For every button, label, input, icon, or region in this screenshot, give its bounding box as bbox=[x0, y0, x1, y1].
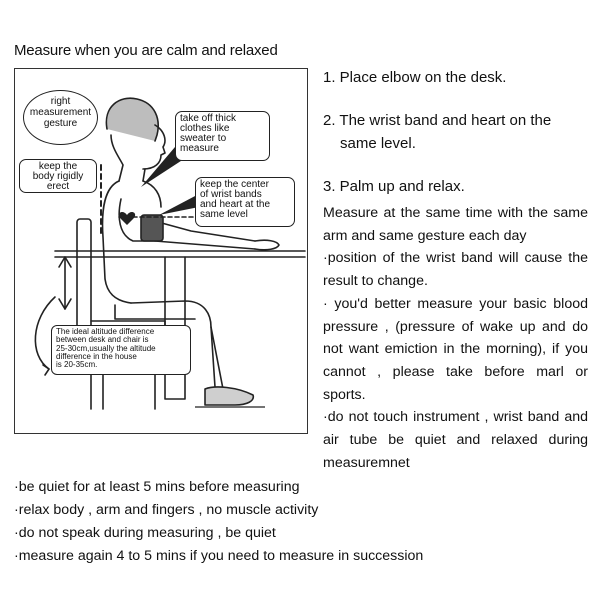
bottom-guidelines-list: ·be quiet for at least 5 mins before mea… bbox=[14, 476, 534, 568]
step-2-line-2: same level. bbox=[340, 135, 416, 152]
instruction-steps: 1. Place elbow on the desk. 2. The wrist… bbox=[323, 66, 588, 474]
callout-line: of wrist bands bbox=[200, 189, 262, 200]
callout-line: body rigidly bbox=[32, 171, 84, 182]
altitude-difference-callout: The ideal altitude difference between de… bbox=[51, 325, 191, 375]
step-2-line-1: 2. The wrist band and heart on the bbox=[323, 112, 552, 129]
page-heading: Measure when you are calm and relaxed bbox=[14, 42, 278, 59]
note-paragraph: ·position of the wrist band will cause t… bbox=[323, 250, 588, 290]
callout-line: 25-30cm,usually the altitude bbox=[56, 343, 156, 353]
guideline-item: ·be quiet for at least 5 mins before mea… bbox=[14, 479, 300, 495]
step-3: 3. Palm up and relax. bbox=[323, 178, 465, 195]
callout-line: take off thick bbox=[180, 113, 236, 124]
callout-line: erect bbox=[46, 181, 70, 192]
gesture-oval-callout: right measurement gesture bbox=[23, 90, 98, 145]
callout-line: is 20-35cm. bbox=[56, 360, 98, 370]
callout-line: gesture bbox=[43, 118, 78, 129]
callout-line: The ideal altitude difference bbox=[56, 327, 155, 336]
note-paragraph: Measure at the same time with the same a… bbox=[323, 205, 588, 244]
callout-line: difference in the house bbox=[56, 351, 137, 361]
callout-line: keep the center bbox=[200, 179, 269, 190]
step-2: 2. The wrist band and heart on the same … bbox=[323, 109, 588, 155]
callout-line: right bbox=[50, 96, 71, 107]
guideline-item: ·do not speak during measuring , be quie… bbox=[14, 525, 276, 541]
take-off-clothes-callout: take off thick clothes like sweater to m… bbox=[175, 111, 270, 161]
callout-line: same level bbox=[200, 209, 248, 220]
guideline-item: ·relax body , arm and fingers , no muscl… bbox=[14, 502, 319, 518]
callout-line: and heart at the bbox=[200, 199, 271, 210]
note-paragraph: · you'd better measure your basic blood … bbox=[323, 295, 588, 403]
callout-line: clothes like bbox=[180, 123, 230, 134]
callout-line: sweater to bbox=[180, 133, 227, 144]
callout-line: measurement bbox=[29, 107, 92, 118]
note-paragraph: ·do not touch instrument , wrist band an… bbox=[323, 409, 588, 471]
callout-line: keep the bbox=[38, 161, 78, 172]
keep-body-erect-callout: keep the body rigidly erect bbox=[19, 159, 97, 193]
measurement-illustration: right measurement gesture keep the body … bbox=[14, 68, 308, 434]
callout-line: between desk and chair is bbox=[56, 335, 149, 345]
callout-line: measure bbox=[180, 143, 219, 154]
heart-level-callout: keep the center of wrist bands and heart… bbox=[195, 177, 295, 227]
guideline-item: ·measure again 4 to 5 mins if you need t… bbox=[14, 548, 424, 564]
step-1: 1. Place elbow on the desk. bbox=[323, 69, 507, 86]
